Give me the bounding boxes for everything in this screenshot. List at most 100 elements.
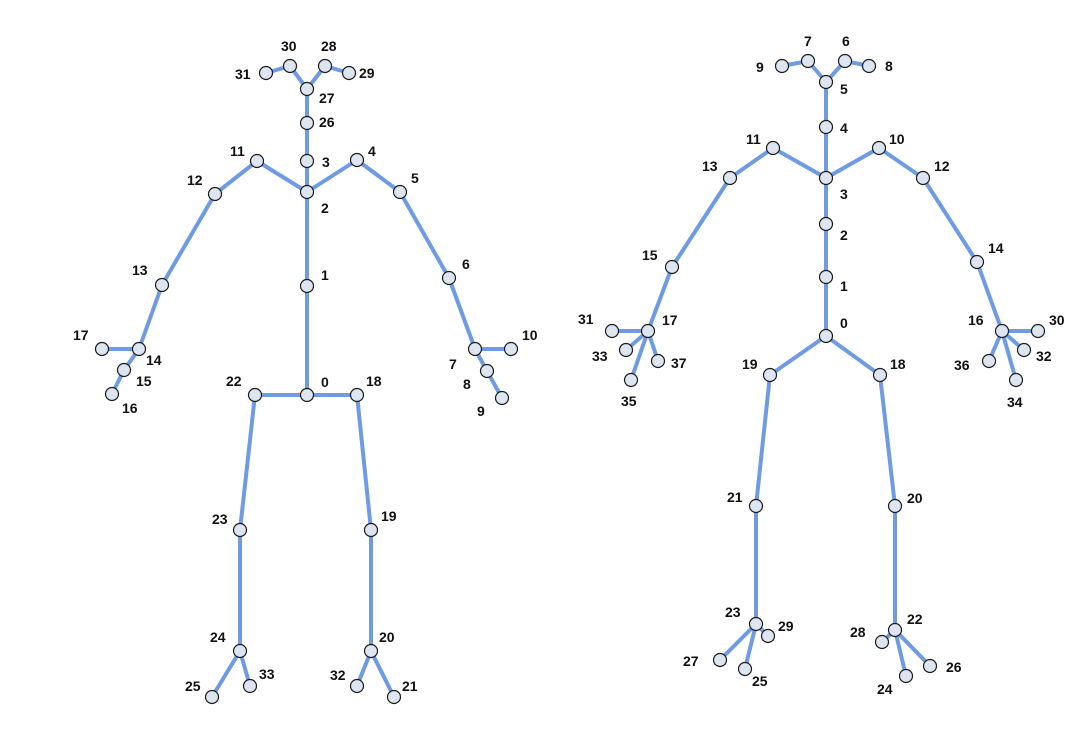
right-skeleton-joint-label-31: 31 — [578, 311, 594, 327]
right-skeleton-joint-11 — [765, 140, 781, 156]
left-skeleton-joint-label-33: 33 — [259, 666, 275, 682]
right-skeleton-joint-label-9: 9 — [756, 59, 764, 75]
left-skeleton-joint-label-14: 14 — [146, 352, 162, 368]
left-skeleton-joint-5 — [392, 184, 408, 200]
right-skeleton-joint-label-0: 0 — [840, 315, 848, 331]
left-skeleton-joint-10 — [503, 341, 519, 357]
left-skeleton-joint-12 — [207, 186, 223, 202]
right-skeleton-joint-27 — [712, 652, 728, 668]
right-skeleton-joint-label-2: 2 — [840, 227, 848, 243]
right-skeleton-bone-3-11 — [771, 146, 828, 180]
left-skeleton-joint-label-6: 6 — [462, 256, 470, 272]
left-skeleton-joint-label-2: 2 — [321, 200, 329, 216]
left-skeleton-joint-32 — [349, 678, 365, 694]
right-skeleton-joint-label-30: 30 — [1049, 312, 1065, 328]
right-skeleton-joint-label-13: 13 — [702, 158, 718, 174]
left-skeleton-joint-label-3: 3 — [322, 154, 330, 170]
right-skeleton-bone-12-14 — [921, 176, 979, 264]
left-skeleton-joint-30 — [282, 58, 298, 74]
left-skeleton-joint-label-22: 22 — [226, 373, 242, 389]
left-skeleton-joint-label-18: 18 — [366, 373, 382, 389]
left-skeleton-joint-19 — [363, 522, 379, 538]
left-skeleton-joint-label-7: 7 — [449, 356, 457, 372]
left-skeleton-joint-label-1: 1 — [321, 267, 329, 283]
right-skeleton-joint-1 — [818, 269, 834, 285]
left-skeleton-joint-9 — [494, 390, 510, 406]
left-skeleton-joint-3 — [299, 153, 315, 169]
left-skeleton-joint-label-25: 25 — [185, 678, 201, 694]
left-skeleton-joint-label-10: 10 — [522, 327, 538, 343]
left-skeleton-joint-label-12: 12 — [187, 172, 203, 188]
left-skeleton-bone-11-12 — [213, 159, 259, 196]
right-skeleton-joint-label-29: 29 — [778, 618, 794, 634]
left-skeleton-joint-label-0: 0 — [321, 374, 329, 390]
left-skeleton-joint-28 — [317, 58, 333, 74]
right-skeleton-joint-label-5: 5 — [840, 81, 848, 97]
left-skeleton-joint-7 — [467, 341, 483, 357]
left-skeleton-bone-4-5 — [355, 158, 402, 194]
right-skeleton: 0123456789101112131415161718192021222324… — [578, 33, 1065, 697]
right-skeleton-joint-28 — [874, 634, 890, 650]
left-skeleton-joint-21 — [386, 689, 402, 705]
left-skeleton-joint-label-15: 15 — [136, 373, 152, 389]
right-skeleton-joint-19 — [762, 367, 778, 383]
right-skeleton-bone-15-17 — [646, 265, 674, 333]
right-skeleton-bone-10-12 — [877, 146, 925, 180]
right-skeleton-joint-label-27: 27 — [683, 653, 699, 669]
right-skeleton-joint-label-15: 15 — [642, 247, 658, 263]
left-skeleton-joint-label-23: 23 — [212, 511, 228, 527]
right-skeleton-joint-12 — [915, 170, 931, 186]
left-skeleton-joint-label-8: 8 — [463, 376, 471, 392]
left-skeleton-joint-24 — [232, 643, 248, 659]
right-skeleton-joint-label-4: 4 — [840, 120, 848, 136]
right-skeleton-bone-3-10 — [824, 146, 881, 180]
right-skeleton-joint-20 — [887, 498, 903, 514]
left-skeleton-bone-5-6 — [398, 190, 451, 280]
left-skeleton-joint-29 — [341, 65, 357, 81]
left-skeleton-joint-15 — [116, 362, 132, 378]
right-skeleton-bone-22-26 — [893, 628, 932, 668]
left-skeleton-joint-label-26: 26 — [319, 114, 335, 130]
left-skeleton-joint-4 — [349, 152, 365, 168]
left-skeleton-joint-11 — [249, 153, 265, 169]
right-skeleton-joint-label-14: 14 — [988, 240, 1004, 256]
left-skeleton-joint-16 — [104, 386, 120, 402]
right-skeleton-joint-31 — [604, 323, 620, 339]
right-skeleton-joint-label-32: 32 — [1036, 348, 1052, 364]
left-skeleton-joint-label-27: 27 — [319, 90, 335, 106]
right-skeleton-joint-4 — [818, 119, 834, 135]
right-skeleton-joint-23 — [748, 616, 764, 632]
right-skeleton-joint-7 — [800, 53, 816, 69]
left-skeleton-joint-label-13: 13 — [132, 262, 148, 278]
right-skeleton-joint-label-34: 34 — [1007, 394, 1023, 410]
right-skeleton-joint-label-25: 25 — [752, 673, 768, 689]
left-skeleton-bone-13-14 — [137, 283, 164, 351]
left-skeleton-joint-label-9: 9 — [477, 403, 485, 419]
right-skeleton-bone-23-27 — [718, 622, 758, 662]
left-skeleton-joint-18 — [349, 387, 365, 403]
left-skeleton-bone-22-23 — [238, 393, 257, 532]
right-skeleton-joint-8 — [861, 58, 877, 74]
right-skeleton-joint-label-10: 10 — [889, 131, 905, 147]
right-skeleton-joint-label-36: 36 — [954, 357, 970, 373]
right-skeleton-bone-14-16 — [975, 260, 1004, 333]
right-skeleton-joint-label-37: 37 — [671, 355, 687, 371]
right-skeleton-joint-9 — [774, 58, 790, 74]
left-skeleton-bone-6-7 — [447, 276, 477, 351]
right-skeleton-joint-18 — [872, 367, 888, 383]
left-skeleton-joint-label-5: 5 — [411, 170, 419, 186]
right-skeleton-joint-13 — [722, 170, 738, 186]
left-skeleton-joint-label-28: 28 — [321, 38, 337, 54]
left-skeleton-joint-20 — [363, 643, 379, 659]
right-skeleton-joint-label-7: 7 — [804, 33, 812, 49]
left-skeleton-joint-26 — [299, 115, 315, 131]
left-skeleton-joint-label-21: 21 — [402, 678, 418, 694]
right-skeleton-bone-17-35 — [629, 329, 650, 382]
right-skeleton-joint-30 — [1030, 323, 1046, 339]
left-skeleton-joint-22 — [247, 387, 263, 403]
right-skeleton-joint-37 — [650, 353, 666, 369]
right-skeleton-joint-34 — [1008, 372, 1024, 388]
left-skeleton-joint-label-24: 24 — [210, 629, 226, 645]
